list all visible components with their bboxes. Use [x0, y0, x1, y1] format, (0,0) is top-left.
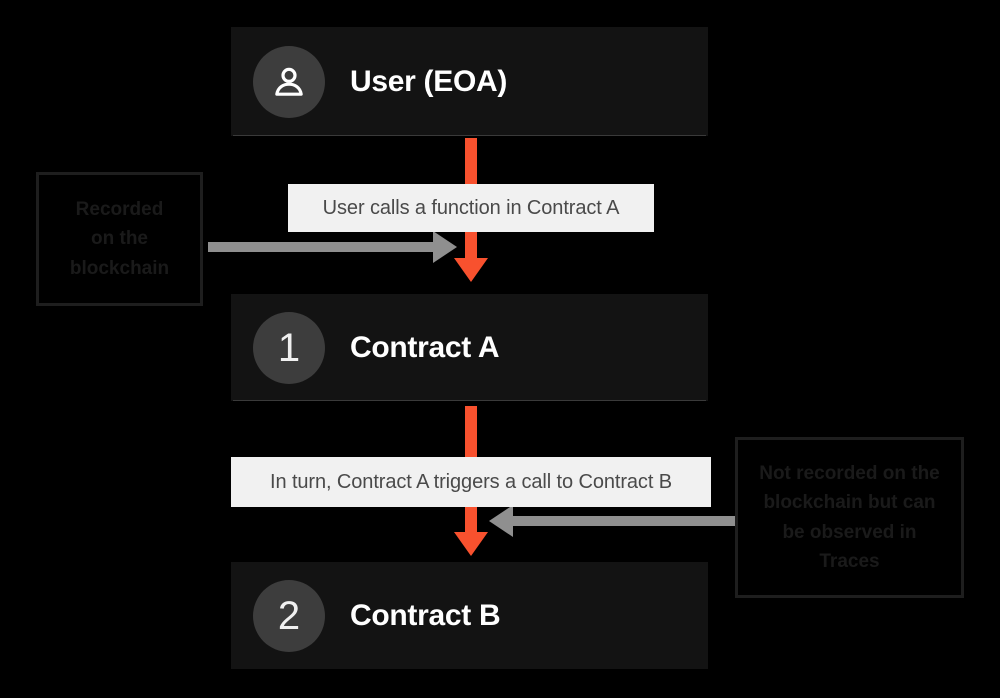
avatar: [253, 45, 325, 118]
flow-arrowhead-contract-b: [454, 532, 488, 556]
callout-recorded-on-blockchain: Recorded on the blockchain: [36, 172, 203, 306]
annotation-connector-left-line: [208, 242, 436, 252]
node-user-label: User (EOA): [350, 64, 508, 98]
annotation-connector-right-arrowhead-icon: [489, 505, 513, 537]
caption-step-1: User calls a function in Contract A: [288, 184, 654, 232]
step-badge-2-number: 2: [277, 593, 301, 638]
node-contract-a[interactable]: 1 Contract A: [231, 294, 708, 401]
node-contract-a-underline: [233, 400, 706, 401]
step-badge-1: 1: [253, 311, 325, 384]
annotation-connector-left-arrowhead-icon: [433, 231, 457, 263]
annotation-connector-right-line: [510, 516, 736, 526]
node-user-underline: [233, 135, 706, 136]
caption-step-2: In turn, Contract A triggers a call to C…: [231, 457, 711, 507]
node-contract-b[interactable]: 2 Contract B: [231, 562, 708, 669]
person-icon: [269, 62, 309, 102]
caption-step-1-text: User calls a function in Contract A: [322, 196, 620, 219]
callout-recorded-text: Recorded on the blockchain: [69, 198, 170, 279]
flow-arrow-user-to-contract-a-lower: [465, 231, 477, 263]
flow-arrow-contract-a-to-b-lower: [465, 505, 477, 537]
node-contract-b-label: Contract B: [350, 598, 501, 632]
step-badge-2: 2: [253, 579, 325, 652]
callout-not-recorded-text: Not recorded on the blockchain but can b…: [759, 462, 940, 572]
step-badge-1-number: 1: [277, 325, 301, 370]
callout-not-recorded-traces: Not recorded on the blockchain but can b…: [735, 437, 964, 598]
node-user[interactable]: User (EOA): [231, 27, 708, 136]
flow-arrowhead-contract-a: [454, 258, 488, 282]
flow-arrow-contract-a-to-b-upper: [465, 406, 477, 457]
caption-step-2-text: In turn, Contract A triggers a call to C…: [270, 470, 672, 493]
flow-arrow-user-to-contract-a-upper: [465, 138, 477, 190]
node-contract-a-label: Contract A: [350, 330, 500, 364]
